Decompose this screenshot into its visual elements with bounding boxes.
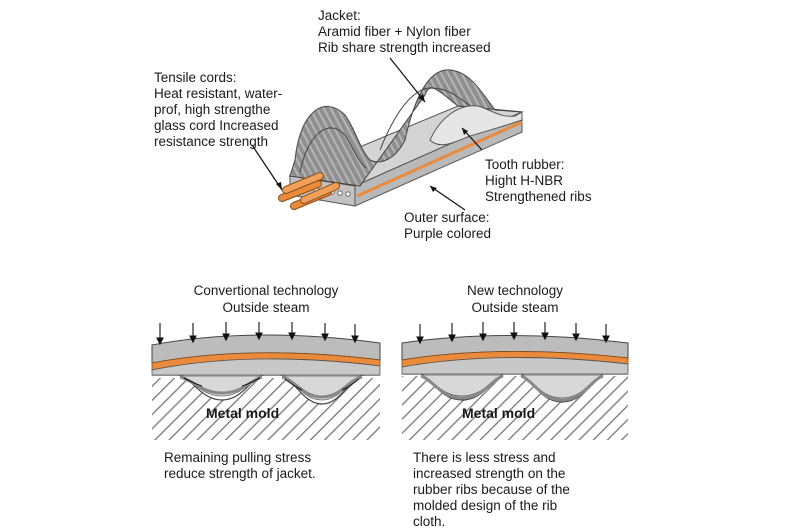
conventional-title: Convertional technology [193,283,339,298]
steam-arrows-right [416,322,610,345]
tensile-cords-bundle [278,172,340,210]
leader-lines [251,57,483,211]
jacket-label-title: Jacket: [318,8,361,23]
tooth-rubber-line: Hight H-NBR [485,173,564,188]
conventional-caption: Remaining pulling stress reduce strength… [164,450,316,482]
leader-arrowheads [276,94,468,192]
belt-teeth-jacket [289,69,523,187]
tooth-rubber-label: Tooth rubber: Hight H-NBR Strengthened r… [485,157,592,205]
outer-surface-title: Outer surface: [404,210,490,225]
new-caption-line: molded design of the rib [413,498,558,513]
jacket-label: Jacket: Aramid fiber + Nylon fiber Rib s… [318,8,491,56]
tensile-cords-label: Tensile cords: Heat resistant, water- pr… [154,70,282,150]
new-mold-label: Metal mold [462,405,536,421]
tensile-cords-line: prof, high strengthe [154,102,271,117]
new-caption-line: increased strength on the [413,466,566,481]
conventional-caption-line: reduce strength of jacket. [164,466,316,481]
new-title: New technology [466,283,564,298]
new-caption-line: cloth. [413,514,446,529]
steam-arrows-left [156,322,359,346]
conventional-caption-line: Remaining pulling stress [164,450,312,465]
new-panel [401,322,629,440]
new-caption: There is less stress and increased stren… [413,450,570,530]
jacket-label-line: Rib share strength increased [318,40,491,55]
tensile-cords-line: resistance strength [154,134,269,149]
jacket-label-line: Aramid fiber + Nylon fiber [318,24,471,39]
tooth-rubber-title: Tooth rubber: [485,157,565,172]
stress-arrows [183,377,360,391]
outer-surface-label: Outer surface: Purple colored [404,210,491,242]
conventional-subtitle: Outside steam [222,300,310,315]
conventional-mold-label: Metal mold [206,405,280,421]
conventional-panel [151,322,381,440]
new-subtitle: Outside steam [471,300,559,315]
tensile-cords-title: Tensile cords: [154,70,237,85]
tensile-cords-line: Heat resistant, water- [154,86,283,101]
new-caption-line: rubber ribs because of the [413,482,570,497]
tensile-cords-line: glass cord Increased [154,118,279,133]
outer-surface-line: Purple colored [404,226,492,241]
new-caption-line: There is less stress and [413,450,556,465]
tooth-rubber-line: Strengthened ribs [485,189,592,204]
